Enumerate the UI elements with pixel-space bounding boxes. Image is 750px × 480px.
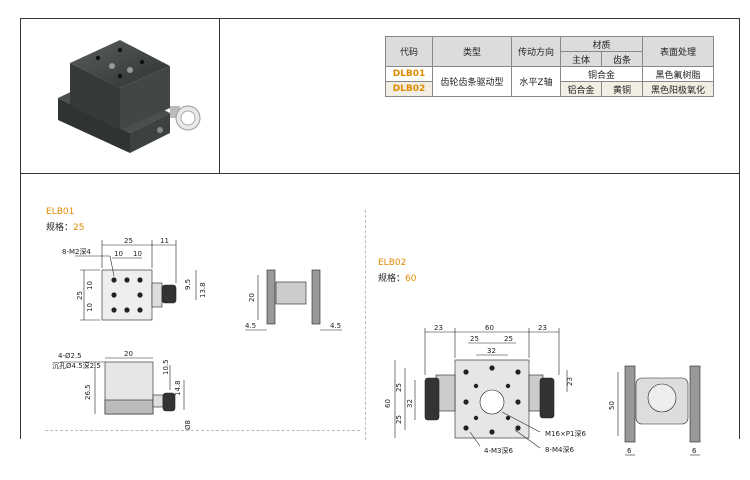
header-type: 类型 — [432, 36, 512, 67]
dim-elb02-side-6a: 6 — [627, 447, 632, 455]
elb01-spec: 规格：25 — [46, 220, 84, 233]
elb02-title: ELB02 — [378, 258, 407, 268]
cell-direction: 水平Z轴 — [511, 66, 561, 97]
spec-table: 代码 类型 传动方向 材质 表面处理 主体 齿条 DLB01 齿轮齿条驱动型 水… — [385, 36, 714, 97]
elb01-spec-label: 规格： — [46, 223, 74, 233]
elb01-title: ELB01 — [46, 207, 75, 217]
section-divider — [20, 173, 739, 174]
header-surface: 表面处理 — [642, 36, 714, 67]
header-material: 材质 — [560, 36, 643, 52]
elb02-spec: 规格：60 — [378, 271, 416, 284]
elb02-spec-value: 60 — [405, 274, 417, 284]
elb02-spec-label: 规格： — [378, 274, 406, 284]
product-photo — [58, 40, 201, 153]
header-code: 代码 — [385, 36, 433, 67]
elb01-spec-value: 25 — [73, 223, 85, 233]
cell-code: DLB02 — [385, 81, 433, 97]
cell-surface: 黑色阳极氧化 — [642, 81, 714, 97]
product-photo-box — [20, 18, 220, 174]
dashed-divider-horizontal — [45, 430, 360, 431]
cell-type: 齿轮齿条驱动型 — [432, 66, 512, 97]
cell-material-main: 铝合金 — [560, 81, 602, 97]
dashed-divider-vertical — [365, 210, 366, 440]
dim-elb02-side-6b: 6 — [692, 447, 697, 455]
cell-material-gear: 黄铜 — [601, 81, 643, 97]
dim-elb02-m4: 8-M4深6 — [545, 445, 574, 454]
header-material-main: 主体 — [560, 51, 602, 67]
cell-material-merged: 铜合金 — [560, 66, 643, 82]
dim-elb02-m3: 4-M3深6 — [484, 446, 513, 455]
cell-code: DLB01 — [385, 66, 433, 82]
header-direction: 传动方向 — [511, 36, 561, 67]
sheet-frame — [20, 18, 740, 439]
header-material-gear: 齿条 — [601, 51, 643, 67]
cell-surface: 黑色氟树脂 — [642, 66, 714, 82]
